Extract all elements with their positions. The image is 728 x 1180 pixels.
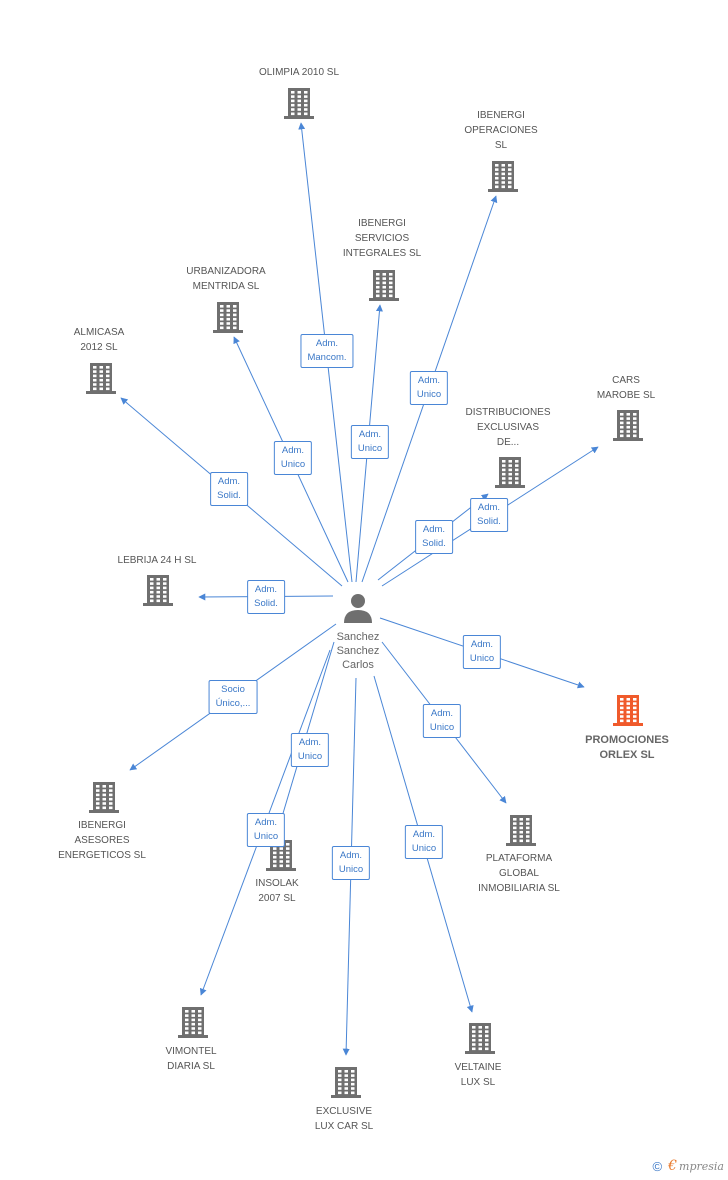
empresia-logo-initial: € [668,1158,678,1174]
building-icon[interactable] [213,302,243,333]
role-label-plataforma[interactable]: Adm. Unico [422,704,462,738]
role-label-exclusive[interactable]: Adm. Unico [331,846,371,880]
role-label-distribuciones[interactable]: Adm. Solid. [415,520,453,554]
footer-brand: © € mpresia [653,1158,724,1174]
company-label-ibenergi-ases[interactable]: IBENERGI ASESORES ENERGETICOS SL [58,820,146,861]
role-label-insolak[interactable]: Adm. Unico [290,733,330,767]
building-icon[interactable] [465,1023,495,1054]
role-label-olimpia[interactable]: Adm. Mancom. [300,334,354,368]
building-icon[interactable] [89,782,119,813]
building-icon[interactable] [284,88,314,119]
nodes-layer [86,88,643,1098]
role-label-ibenergi-serv[interactable]: Adm. Unico [350,425,390,459]
company-label-vimontel[interactable]: VIMONTEL DIARIA SL [165,1046,217,1072]
building-icon[interactable] [488,161,518,192]
empresia-logo-text: mpresia [679,1159,724,1173]
company-label-distribuciones[interactable]: DISTRIBUCIONES EXCLUSIVAS DE... [465,407,551,448]
copyright-icon: © [652,1158,663,1174]
role-label-almicasa[interactable]: Adm. Solid. [210,472,248,506]
company-label-lebrija[interactable]: LEBRIJA 24 H SL [117,555,197,566]
building-icon[interactable] [613,695,643,726]
company-label-promociones[interactable]: PROMOCIONES ORLEX SL [585,734,669,761]
building-icon[interactable] [178,1007,208,1038]
building-icon[interactable] [143,575,173,606]
role-label-cars-marobe[interactable]: Adm. Solid. [470,498,508,532]
building-icon[interactable] [86,363,116,394]
company-label-veltaine[interactable]: VELTAINE LUX SL [454,1062,502,1088]
center-person-label[interactable]: Sanchez Sanchez Carlos [336,631,380,671]
role-label-ibenergi-op[interactable]: Adm. Unico [409,371,449,405]
building-icon[interactable] [495,457,525,488]
role-label-lebrija[interactable]: Adm. Solid. [247,580,285,614]
edges-layer [120,122,599,1056]
company-label-cars-marobe[interactable]: CARS MAROBE SL [596,375,656,401]
company-label-exclusive[interactable]: EXCLUSIVE LUX CAR SL [314,1106,374,1132]
building-icon[interactable] [613,410,643,441]
company-label-almicasa[interactable]: ALMICASA 2012 SL [73,327,125,353]
company-label-urbanizadora[interactable]: URBANIZADORA MENTRIDA SL [186,266,266,292]
company-label-plataforma[interactable]: PLATAFORMA GLOBAL INMOBILIARIA SL [478,853,560,894]
building-icon[interactable] [369,270,399,301]
role-label-promociones[interactable]: Adm. Unico [462,635,502,669]
building-icon[interactable] [331,1067,361,1098]
role-label-vimontel[interactable]: Adm. Unico [246,813,286,847]
company-label-ibenergi-op[interactable]: IBENERGI OPERACIONES SL [464,110,538,151]
company-label-olimpia[interactable]: OLIMPIA 2010 SL [258,67,340,78]
role-label-urbanizadora[interactable]: Adm. Unico [273,441,313,475]
person-icon[interactable] [344,594,372,623]
company-label-ibenergi-serv[interactable]: IBENERGI SERVICIOS INTEGRALES SL [342,218,422,259]
role-label-veltaine[interactable]: Adm. Unico [404,825,444,859]
building-icon[interactable] [506,815,536,846]
company-label-insolak[interactable]: INSOLAK 2007 SL [255,878,299,904]
role-label-ibenergi-ases[interactable]: Socio Único,... [208,680,258,714]
